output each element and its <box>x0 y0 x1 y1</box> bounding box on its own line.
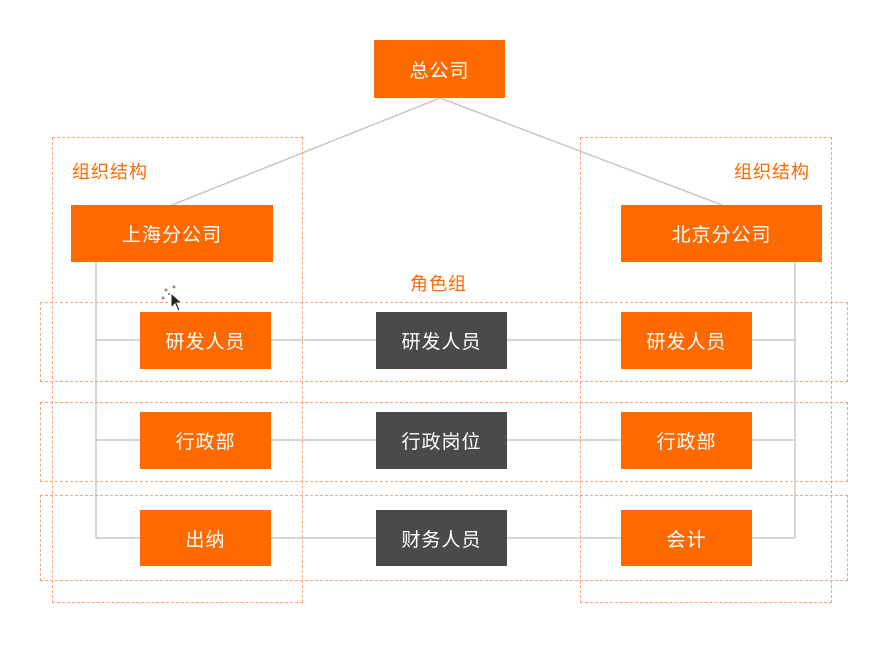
beijing-accountant-box: 会计 <box>621 510 752 566</box>
role-admin-box: 行政岗位 <box>376 412 507 469</box>
org-frame-right <box>580 137 832 603</box>
org-structure-label-left: 组织结构 <box>72 162 148 183</box>
beijing-rd-box: 研发人员 <box>621 312 752 369</box>
org-frame-left <box>52 137 303 603</box>
role-group-label: 角色组 <box>410 274 467 295</box>
org-structure-label-right: 组织结构 <box>734 162 810 183</box>
shanghai-rd-box: 研发人员 <box>140 312 271 369</box>
role-finance-box: 财务人员 <box>376 510 507 566</box>
line-hq-shanghai <box>171 97 441 206</box>
role-row-frame-3 <box>40 495 848 581</box>
mouse-cursor-icon <box>160 284 188 316</box>
shanghai-admin-box: 行政部 <box>140 412 271 469</box>
beijing-admin-box: 行政部 <box>621 412 752 469</box>
role-row-frame-1 <box>40 302 848 382</box>
beijing-branch-box: 北京分公司 <box>621 205 822 262</box>
headquarters-box: 总公司 <box>374 40 505 98</box>
role-rd-box: 研发人员 <box>376 312 507 369</box>
role-row-frame-2 <box>40 402 848 482</box>
shanghai-cashier-box: 出纳 <box>140 510 271 566</box>
line-hq-beijing <box>439 97 723 206</box>
shanghai-branch-box: 上海分公司 <box>71 205 273 262</box>
